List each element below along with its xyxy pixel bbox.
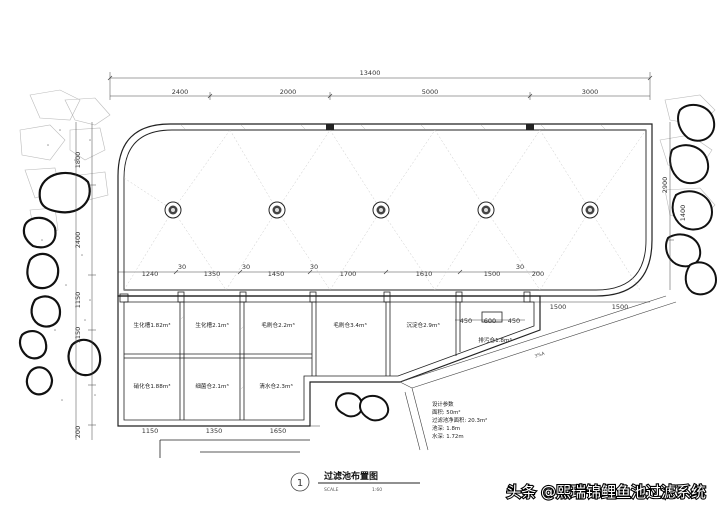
chamber-label-c1: 生化槽1.82m³ bbox=[134, 321, 171, 329]
mid-dim-6: 30 bbox=[310, 263, 318, 271]
mid-dim-7: 1700 bbox=[340, 270, 357, 278]
design-params-line-1: 面积: 50m² bbox=[432, 409, 461, 416]
dimension-ticks bbox=[107, 75, 653, 275]
left-dim-4: 1150 bbox=[74, 327, 82, 344]
bottom-drain-3 bbox=[372, 201, 390, 219]
design-params-line-4: 水深: 1.72m bbox=[432, 432, 464, 440]
right-dim-2: 1400 bbox=[679, 205, 687, 222]
mid-dim-1: 1240 bbox=[142, 270, 159, 278]
wall-markers bbox=[326, 124, 534, 130]
chamber-label-c3: 毛刷仓2.2m³ bbox=[261, 321, 294, 329]
design-params-heading: 设计参数 bbox=[432, 400, 454, 408]
chamber-hatch bbox=[179, 315, 245, 391]
chamber-label-c6: 排污仓1.8m³ bbox=[478, 336, 511, 344]
figure-title: 过滤池布置图 bbox=[324, 470, 378, 482]
lower-right-dim-5: 450 bbox=[508, 317, 520, 325]
lower-right-dim-1: 1500 bbox=[550, 303, 567, 311]
chamber-label-c4: 毛刷仓3.4m³ bbox=[333, 321, 366, 329]
lower-right-dim-4: 600 bbox=[484, 317, 496, 325]
design-params-line-2: 过滤池净面积: 20.3m² bbox=[432, 416, 487, 424]
left-dim-1: 1800 bbox=[74, 152, 82, 169]
filter-block-walls bbox=[117, 295, 541, 427]
mid-dim-5: 1450 bbox=[268, 270, 285, 278]
bottom-boulders bbox=[335, 392, 390, 422]
pond-walls bbox=[117, 123, 653, 297]
wall-hatch bbox=[179, 123, 607, 131]
bottom-edge bbox=[159, 439, 310, 458]
top-dim-4: 3000 bbox=[582, 88, 599, 96]
figure-title-block: 1 过滤池布置图 SCALE 1:60 bbox=[290, 470, 420, 493]
left-gravel bbox=[41, 129, 96, 401]
mid-dim-4: 30 bbox=[242, 263, 250, 271]
right-dim-1: 2900 bbox=[661, 177, 669, 194]
chamber-label-c7: 硝化仓1.88m³ bbox=[134, 382, 171, 390]
top-dim-2: 2000 bbox=[280, 88, 297, 96]
left-dim-2: 2400 bbox=[74, 232, 82, 249]
figure-scale-value: 1:60 bbox=[372, 487, 382, 493]
top-dim-3: 5000 bbox=[422, 88, 439, 96]
mid-dim-10: 30 bbox=[516, 263, 524, 271]
bottom-drain-2 bbox=[268, 201, 286, 219]
watermark: 头条 @熙瑞锦鲤鱼池过滤系统 bbox=[506, 483, 706, 501]
design-params-line-3: 池深: 1.8m bbox=[432, 424, 460, 432]
bottom-dim-2: 1350 bbox=[206, 427, 223, 435]
left-dim-5: 200 bbox=[74, 426, 82, 438]
pipe-markers bbox=[119, 291, 531, 303]
chamber-label-c5: 沉淀仓2.9m³ bbox=[406, 321, 439, 329]
chamber-label-c2: 生化槽2.1m³ bbox=[195, 321, 228, 329]
lower-right-dim-3: 450 bbox=[460, 317, 472, 325]
right-boulders bbox=[665, 103, 718, 296]
mid-dim-3: 1350 bbox=[204, 270, 221, 278]
mid-dim-9: 1500 bbox=[484, 270, 501, 278]
overall-dimension: 13400 bbox=[360, 69, 381, 77]
bottom-dim-1: 1150 bbox=[142, 427, 159, 435]
slope-label: 3%A bbox=[534, 350, 546, 359]
figure-number: 1 bbox=[297, 478, 303, 489]
chamber-partitions bbox=[124, 302, 503, 420]
bottom-slope-lines bbox=[123, 129, 647, 291]
bottom-drain-5 bbox=[581, 201, 599, 219]
chamber-label-c9: 清水仓2.3m³ bbox=[259, 382, 292, 390]
mid-dim-2: 30 bbox=[178, 263, 186, 271]
bottom-drain-4 bbox=[477, 201, 495, 219]
top-dim-1: 2400 bbox=[172, 88, 189, 96]
bottom-drain-1 bbox=[164, 201, 182, 219]
slope-plate bbox=[399, 295, 677, 451]
left-dim-3: 1150 bbox=[74, 292, 82, 309]
lower-right-dim-2: 1500 bbox=[612, 303, 629, 311]
chamber-label-c8: 细菌仓2.1m³ bbox=[195, 382, 228, 390]
figure-scale-label: SCALE bbox=[324, 487, 339, 493]
mid-dim-11: 200 bbox=[532, 270, 544, 278]
bottom-dim-3: 1650 bbox=[270, 427, 287, 435]
design-params: 设计参数 面积: 50m² 过滤池净面积: 20.3m² 池深: 1.8m 水深… bbox=[432, 400, 487, 440]
